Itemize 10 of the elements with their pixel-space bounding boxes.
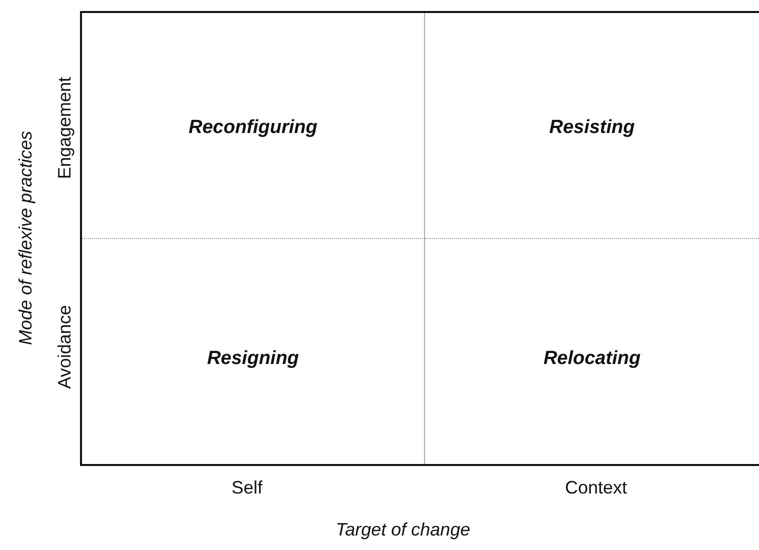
quadrant-label: Resisting [549, 116, 635, 138]
axis-tick-label: Avoidance [54, 305, 76, 389]
axis-title: Target of change [336, 520, 470, 540]
axis-title: Mode of reflexive practices [16, 130, 36, 346]
axis-tick-label: Self [231, 478, 263, 498]
quadrant-label: Relocating [543, 348, 641, 370]
quadrant-label: Resigning [207, 348, 299, 370]
axis-tick-label: Context [564, 478, 628, 498]
axis-tick-label: Engagement [54, 76, 76, 180]
quadrant-label: Reconfiguring [188, 116, 318, 138]
